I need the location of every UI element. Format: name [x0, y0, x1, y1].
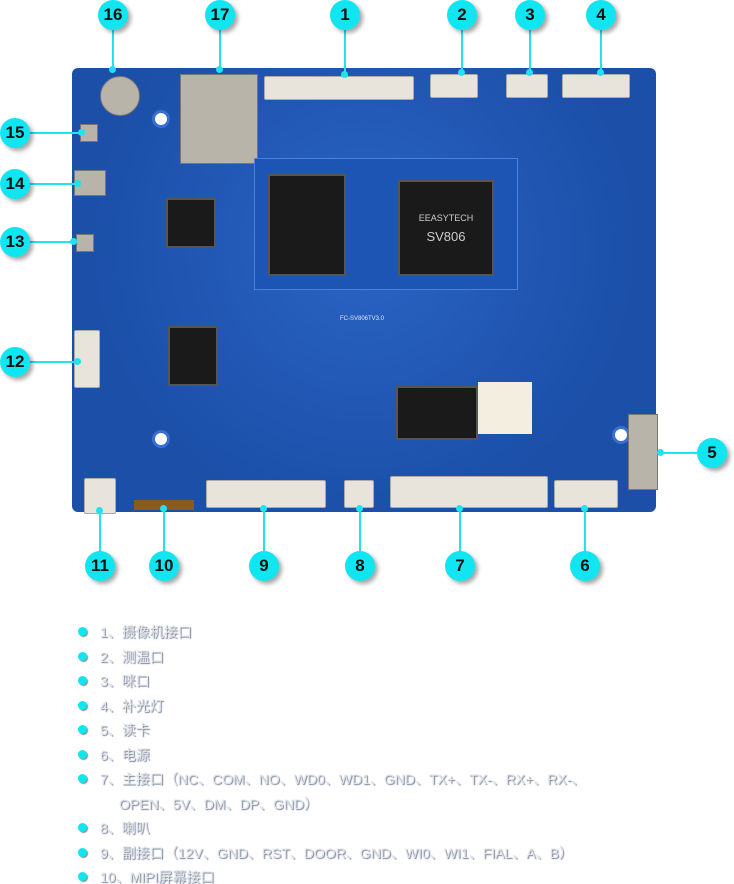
legend-item-continuation: OPEN、5V、DM、DP、GND）: [119, 795, 319, 812]
legend-item: 9、副接口（12V、GND、RST、DOOR、GND、WI0、WI1、FIAL、…: [78, 841, 585, 866]
callout-11: 11: [85, 551, 115, 581]
legend-item: 10、MIPI屏幕接口: [78, 865, 585, 884]
callout-14: 14: [0, 169, 30, 199]
legend-item: 4、补光灯: [78, 694, 585, 719]
memory-chip: [268, 174, 346, 276]
callout-1: 1: [330, 0, 360, 30]
callout-7: 7: [445, 551, 475, 581]
legend-list: 1、摄像机接口 2、测温口 3、咪口 4、补光灯 5、读卡 6、电源 7、主接口…: [78, 620, 585, 884]
legend-item: 1、摄像机接口: [78, 620, 585, 645]
soc-brand: EEASYTECH: [418, 212, 474, 223]
4g-antenna: [76, 234, 94, 252]
legend-item: 3、咪口: [78, 669, 585, 694]
callout-5: 5: [697, 438, 727, 468]
relay: [478, 382, 532, 434]
legend-item: 7、主接口（NC、COM、NO、WD0、WD1、GND、TX+、TX-、RX+、…: [78, 767, 585, 792]
mic-connector: [506, 74, 548, 98]
callout-13: 13: [0, 227, 30, 257]
callout-17: 17: [205, 0, 235, 30]
legend-item: 8、喇叭: [78, 816, 585, 841]
power-connector: [554, 480, 618, 508]
callout-6: 6: [570, 551, 600, 581]
callout-4: 4: [586, 0, 616, 30]
callout-12: 12: [0, 347, 30, 377]
callout-10: 10: [149, 551, 179, 581]
legend-item: 5、读卡: [78, 718, 585, 743]
mount-hole: [152, 430, 170, 448]
callout-8: 8: [345, 551, 375, 581]
camera-connector: [264, 76, 414, 100]
callout-3: 3: [515, 0, 545, 30]
ic-chip: [168, 326, 218, 386]
legend-item: 6、电源: [78, 743, 585, 768]
transformer: [396, 386, 478, 440]
mount-hole: [152, 110, 170, 128]
legend-item: 2、测温口: [78, 645, 585, 670]
temp-connector: [430, 74, 478, 98]
callout-2: 2: [447, 0, 477, 30]
soc-model: SV806: [426, 228, 466, 244]
board-name: FC-SV806TV3.0: [340, 316, 385, 322]
soc-chip: EEASYTECH SV806: [398, 180, 494, 276]
sim-slot: [180, 74, 258, 164]
callout-9: 9: [249, 551, 279, 581]
card-slot: [628, 414, 658, 490]
main-connector: [390, 476, 548, 508]
speaker-connector: [344, 480, 374, 508]
pcb-board: EEASYTECH SV806 FC-SV806TV3.0: [72, 68, 658, 514]
wifi-chip: [166, 198, 216, 248]
sub-connector: [206, 480, 326, 508]
fill-light-connector: [562, 74, 630, 98]
callout-16: 16: [98, 0, 128, 30]
callout-15: 15: [0, 118, 30, 148]
coin-battery: [100, 76, 140, 116]
